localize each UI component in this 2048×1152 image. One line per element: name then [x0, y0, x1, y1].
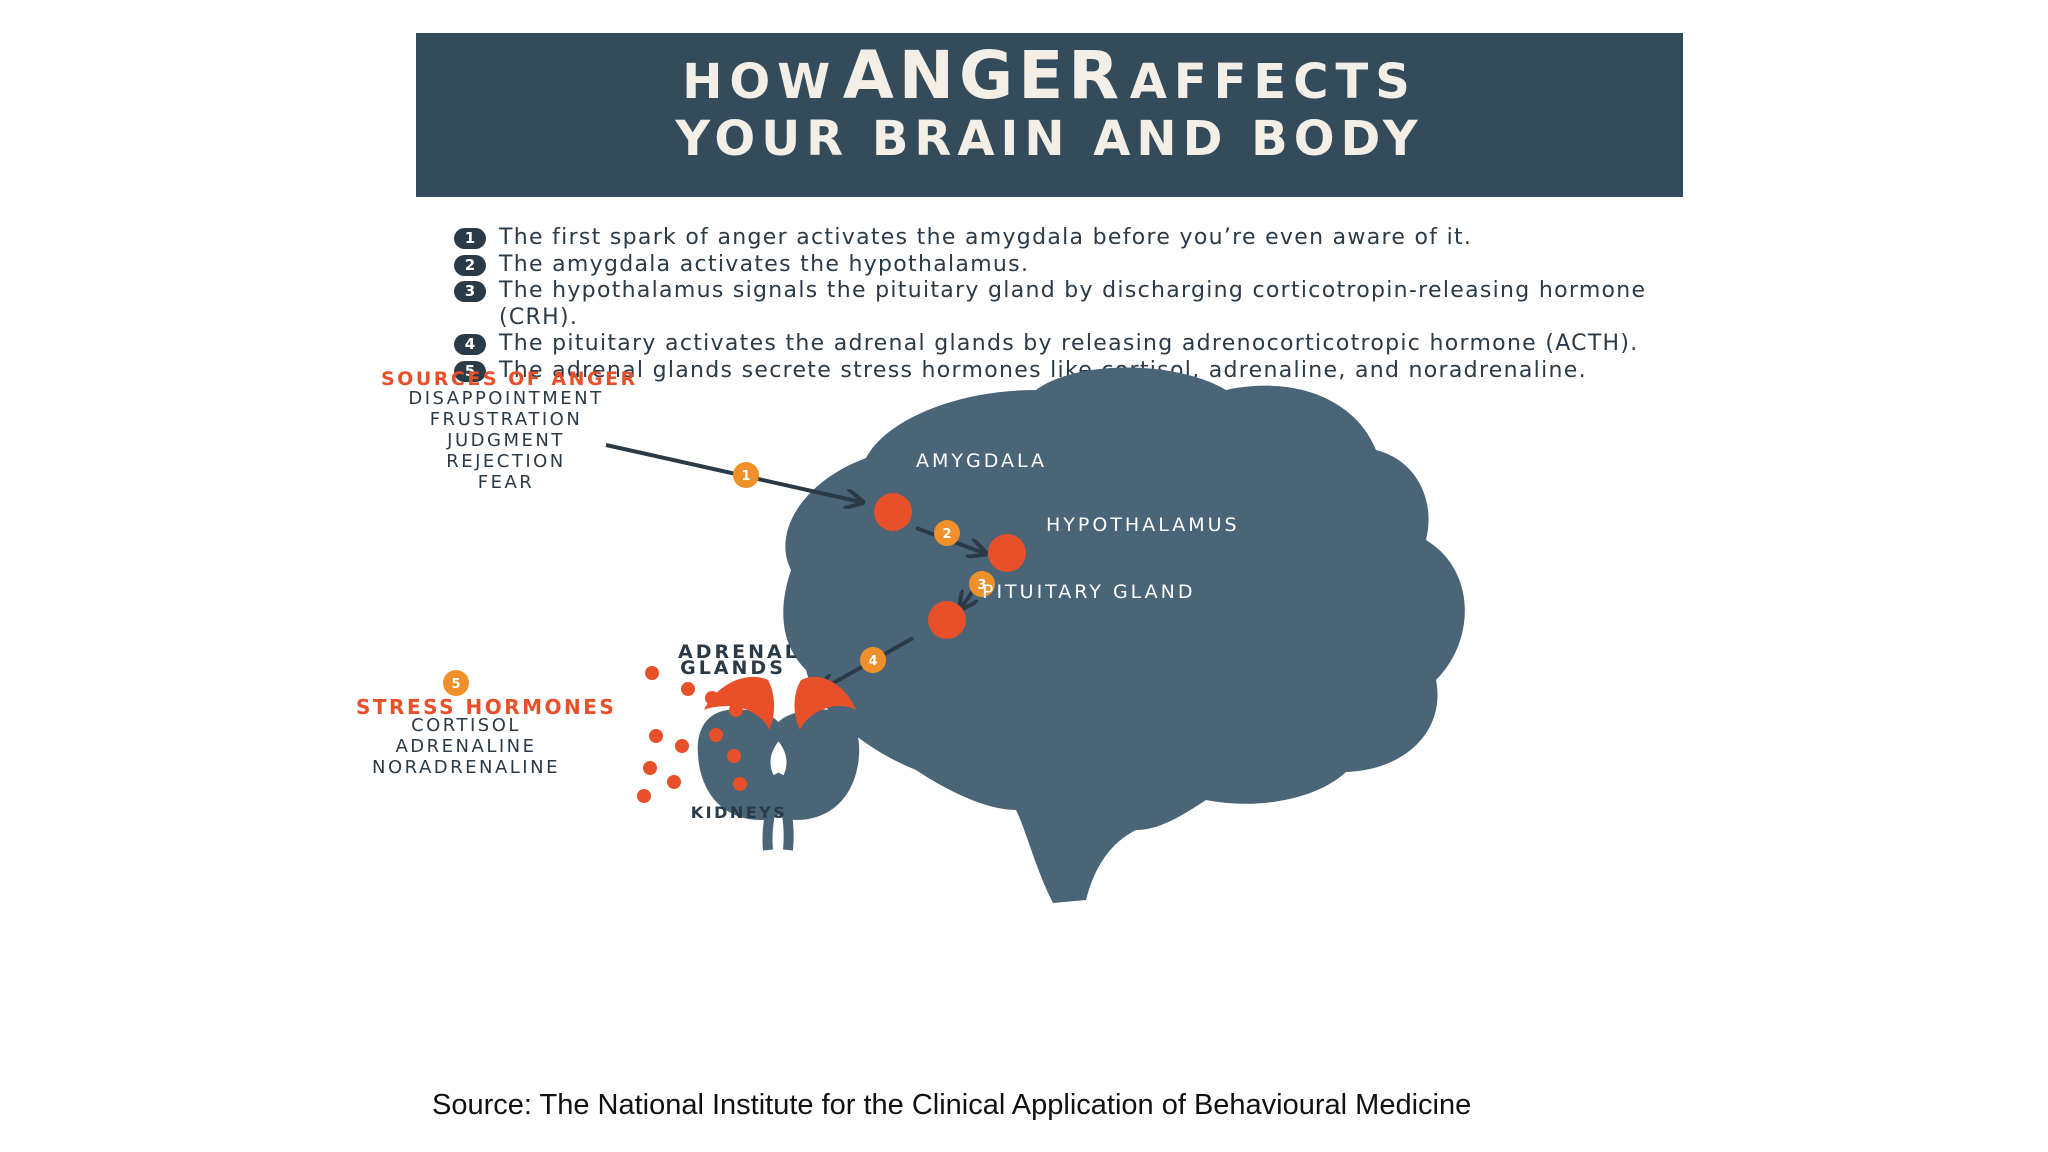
label-kidneys: KIDNEYS [690, 803, 788, 822]
badge-1 [733, 462, 759, 488]
badge-3-label: 3 [977, 578, 986, 593]
hormone-particle [667, 775, 681, 789]
amygdala-dot [874, 493, 912, 531]
infographic-header: HOW ANGER AFFECTS YOUR BRAIN AND BODY [416, 33, 1683, 197]
steps-list: 1 The first spark of anger activates the… [454, 225, 1674, 385]
kidney-right [772, 709, 860, 820]
brain-shape [783, 367, 1465, 903]
source-item: REJECTION [446, 451, 566, 472]
hormone-item: NORADRENALINE [372, 757, 560, 778]
hormone-particle [637, 789, 651, 803]
hormone-particle [705, 691, 719, 705]
badge-2-label: 2 [942, 527, 951, 542]
step-number-3: 3 [454, 281, 486, 303]
label-amygdala: AMYGDALA [916, 450, 1048, 472]
step-5: 5 The adrenal glands secrete stress horm… [454, 358, 1674, 385]
badge-3 [969, 571, 995, 597]
badge-5-label: 5 [451, 677, 460, 692]
ureter-right [762, 772, 788, 851]
step-text-4: The pituitary activates the adrenal glan… [499, 331, 1639, 357]
hypothalamus-dot [988, 534, 1026, 572]
badge-5 [443, 670, 469, 696]
pituitary-dot [928, 601, 966, 639]
hormone-particle [709, 728, 723, 742]
badge-4-label: 4 [868, 654, 877, 669]
step-text-1: The first spark of anger activates the a… [499, 225, 1473, 250]
title-anger: ANGER [842, 37, 1125, 114]
diagram-graphics: 1 2 3 4 5 [443, 367, 1465, 903]
hormone-particle [733, 777, 747, 791]
step-number-1: 1 [454, 228, 486, 249]
badge-2 [934, 520, 960, 546]
sources-list: DISAPPOINTMENT FRUSTRATION JUDGMENT REJE… [386, 388, 626, 493]
title-line-1: HOW ANGER AFFECTS [416, 39, 1683, 130]
adrenal-right [794, 676, 856, 730]
label-hypothalamus: HYPOTHALAMUS [1046, 514, 1240, 536]
source-citation: Source: The National Institute for the C… [432, 1089, 1472, 1121]
sources-title: SOURCES OF ANGER [381, 368, 638, 390]
hormone-particle [727, 749, 741, 763]
hormone-particle [645, 666, 659, 680]
title-line-2: YOUR BRAIN AND BODY [675, 111, 1424, 167]
stress-hormones-title: STRESS HORMONES [356, 695, 617, 719]
title-affects: AFFECTS [1129, 54, 1417, 110]
hormone-item: CORTISOL [411, 715, 521, 736]
hormone-particle [643, 761, 657, 775]
step-1: 1 The first spark of anger activates the… [454, 225, 1674, 252]
adrenal-line-2: GLANDS [680, 657, 786, 679]
hormone-item: ADRENALINE [395, 736, 537, 757]
source-item: JUDGMENT [447, 430, 565, 451]
label-adrenal-glands: ADRENAL GLANDS [678, 641, 800, 679]
step-number-5: 5 [454, 360, 486, 382]
step-number-4: 4 [454, 334, 486, 356]
step-4: 4 The pituitary activates the adrenal gl… [454, 331, 1674, 358]
title-how: HOW [682, 54, 838, 110]
adrenal-line-1: ADRENAL [678, 641, 800, 663]
hormone-particle [681, 682, 695, 696]
step-2: 2 The amygdala activates the hypothalamu… [454, 252, 1674, 279]
step-3: 3 The hypothalamus signals the pituitary… [454, 278, 1674, 331]
source-item: FRUSTRATION [429, 409, 583, 430]
step-number-2: 2 [454, 254, 486, 276]
stress-hormones-list: CORTISOL ADRENALINE NORADRENALINE [356, 715, 576, 778]
adrenal-left [704, 676, 775, 730]
badge-4 [860, 647, 886, 673]
hormone-particle [675, 739, 689, 753]
hormone-particle [649, 729, 663, 743]
source-item: FEAR [477, 472, 535, 493]
hormone-particle [729, 703, 743, 717]
badge-1-label: 1 [741, 469, 750, 484]
step-text-5: The adrenal glands secrete stress hormon… [499, 357, 1587, 383]
anger-infographic: HOW ANGER AFFECTS YOUR BRAIN AND BODY 1 … [356, 30, 1683, 1060]
label-pituitary-gland: PITUITARY GLAND [982, 581, 1196, 603]
source-item: DISAPPOINTMENT [408, 388, 604, 409]
step-text-2: The amygdala activates the hypothalamus. [499, 251, 1030, 277]
step-text-3: The hypothalamus signals the pituitary g… [499, 278, 1647, 330]
